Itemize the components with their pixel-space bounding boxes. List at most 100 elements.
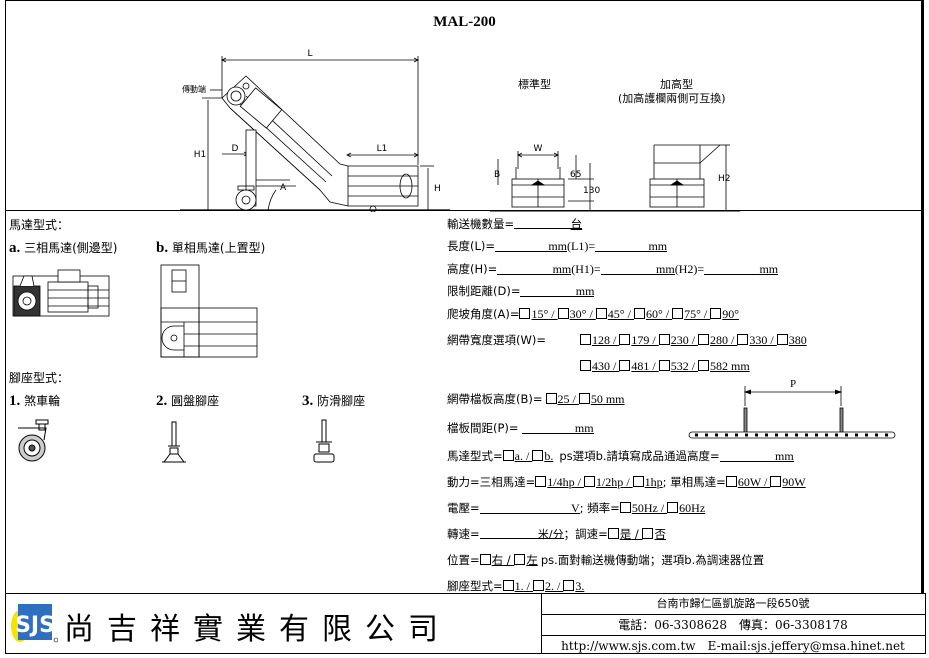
speed-label: 轉速= <box>447 527 480 541</box>
motor-type-checkbox-a[interactable] <box>502 450 514 461</box>
length-row: 長度(L)=mm(L1)=mm <box>447 238 668 254</box>
voltage-unit: V <box>570 501 580 515</box>
dim-D-label: D <box>232 144 239 154</box>
width-checkbox-481[interactable] <box>619 360 631 371</box>
width-checkbox-280[interactable] <box>698 334 710 345</box>
width-checkbox-128[interactable] <box>580 334 591 345</box>
length-L-field[interactable]: mm <box>495 239 568 253</box>
speed-adjust-checkbox-yes[interactable] <box>607 528 619 539</box>
chain-link <box>735 433 738 437</box>
dim-B-label: B <box>494 170 500 180</box>
chain-link <box>705 433 708 437</box>
motor-option-a: a. 三相馬達(側邊型) <box>9 239 117 257</box>
power-row: 動力=三相馬達=1/4hp / 1/2hp / 1hp; 單相馬達=60W / … <box>447 475 806 489</box>
angle-label: 爬坡角度(A)= <box>447 307 520 321</box>
limit-distance-label: 限制距離(D)= <box>447 284 521 298</box>
angle-options: 15° / 30° / 45° / 60° / 75° / 90° <box>519 307 739 321</box>
power-option: 60W <box>737 475 761 489</box>
height-H2-field[interactable]: mm <box>704 262 779 276</box>
position-checkbox-left[interactable] <box>514 554 526 565</box>
dim-65-label: 65 <box>570 170 581 180</box>
angle-option-90: 90° <box>722 307 740 321</box>
power-option: 90W <box>782 475 806 489</box>
foot-type-checkbox-3[interactable] <box>563 580 575 591</box>
angle-checkbox-15[interactable] <box>519 308 531 319</box>
chain-link <box>855 433 858 437</box>
angle-checkbox-90[interactable] <box>710 308 722 319</box>
motor-type-checkbox-b[interactable] <box>532 450 544 461</box>
angle-option-75: 75° <box>684 307 701 321</box>
raised-type-label: 加高型 <box>660 78 693 91</box>
cleat-height-row: 網帶檔板高度(B)= 25 / 50 mm <box>447 392 625 406</box>
motor-type-option-a: a. <box>514 449 523 463</box>
width-option: 330 <box>749 333 768 347</box>
company-web-email[interactable]: http://www.sjs.com.tw E-mail:sjs.jeffery… <box>561 639 905 653</box>
speed-field[interactable]: 米/分 <box>479 526 564 541</box>
height-H-field[interactable]: mm <box>497 262 572 276</box>
angle-checkbox-60[interactable] <box>633 308 645 319</box>
speed-adjust-checkbox-no[interactable] <box>642 528 654 539</box>
foot-option-3: 3. 防滑腳座 <box>302 392 365 410</box>
footer-company-block: SJS 尚吉祥實業有限公司 <box>6 594 542 653</box>
power-checkbox-90w[interactable] <box>770 476 782 487</box>
cleat-height-checkbox-25[interactable] <box>545 393 557 404</box>
width-checkbox-380[interactable] <box>776 334 788 345</box>
width-checkbox-430[interactable] <box>580 360 591 371</box>
frequency-checkbox-50hz[interactable] <box>619 502 631 513</box>
quantity-field[interactable]: 台 <box>514 216 583 231</box>
company-logo: SJS <box>11 604 58 643</box>
motor-type-label: 馬達型式= <box>447 449 503 463</box>
foot-type-option-2: 2. <box>544 579 554 593</box>
width-option: 481 <box>631 359 650 373</box>
dim-130-label: 130 <box>583 186 600 196</box>
power-checkbox-1hp[interactable] <box>632 476 644 487</box>
quantity-label: 輸送機數量= <box>447 217 515 231</box>
company-phone-fax: 電話：06-3308628 傳真：06-3308178 <box>541 615 925 636</box>
motor-type-note: ps選項b.請填寫成品通過高度= <box>559 449 720 463</box>
height-row: 高度(H)=mm(H1)=mm(H2)=mm <box>447 261 779 277</box>
cleat-height-checkbox-50[interactable] <box>578 393 590 404</box>
angle-checkbox-45[interactable] <box>595 308 607 319</box>
logo-text: SJS <box>15 613 55 638</box>
disc-foot-image <box>162 421 186 463</box>
section-divider <box>6 210 924 211</box>
power-checkbox-1-4hp[interactable] <box>535 476 547 487</box>
power-checkbox-60w[interactable] <box>725 476 737 487</box>
height-H1-field[interactable]: mm <box>600 262 675 276</box>
length-L1-label: (L1)= <box>567 239 596 253</box>
angle-checkbox-30[interactable] <box>557 308 569 319</box>
power-checkbox-1-2hp[interactable] <box>583 476 595 487</box>
angle-checkbox-75[interactable] <box>672 308 684 319</box>
foot-type-checkbox-2[interactable] <box>532 580 544 591</box>
width-checkbox-330[interactable] <box>737 334 749 345</box>
chain-link <box>805 433 808 437</box>
cleat-pitch-field[interactable]: mm <box>521 421 594 435</box>
foot-option-3-label: 防滑腳座 <box>317 394 366 408</box>
position-option-left: 左 <box>526 553 538 567</box>
width-checkbox-582[interactable] <box>698 360 710 371</box>
width-checkbox-532[interactable] <box>658 360 670 371</box>
width-option: 532 <box>670 359 689 373</box>
length-label: 長度(L)= <box>447 239 496 253</box>
width-checkbox-179[interactable] <box>619 334 631 345</box>
voltage-field[interactable]: V <box>479 501 580 515</box>
width-checkbox-230[interactable] <box>658 334 670 345</box>
voltage-row: 電壓=V; 頻率=50Hz / 60Hz <box>447 501 706 515</box>
pass-height-field[interactable]: mm <box>719 449 794 463</box>
width-option: 380 <box>788 333 807 347</box>
frequency-checkbox-60hz[interactable] <box>667 502 679 513</box>
position-row: 位置=右 / 左 ps.面對輸送機傳動端；選項b.為調速器位置 <box>447 553 765 567</box>
width-option: 430 <box>592 359 610 373</box>
conveyor-side-view-drawing: L 傳動端 H1 D L1 H A <box>180 49 450 212</box>
foot-type-checkbox-1[interactable] <box>502 580 514 591</box>
length-L1-field[interactable]: mm <box>595 239 668 253</box>
single-phase-motor-image <box>160 264 258 358</box>
anti-slip-foot-image <box>313 419 335 463</box>
company-address: 台南市歸仁區凱旋路一段650號 <box>541 594 925 615</box>
height-H-unit: mm <box>552 262 572 276</box>
position-checkbox-right[interactable] <box>479 554 491 565</box>
foot-option-1-key: 1. <box>9 393 21 409</box>
width-label: 網帶寬度選項(W)= <box>447 333 546 347</box>
height-label: 高度(H)= <box>447 262 498 276</box>
limit-distance-field[interactable]: mm <box>520 284 595 298</box>
